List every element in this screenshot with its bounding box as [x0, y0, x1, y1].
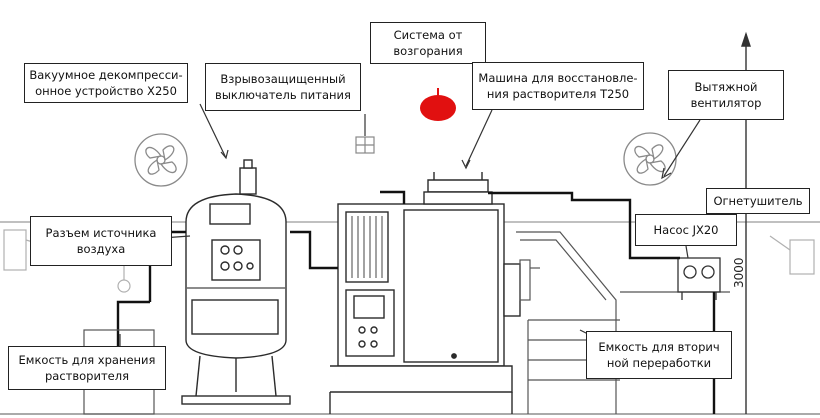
- callout-air-line1: Разъем источника: [45, 226, 157, 240]
- callout-fan-line1: Вытяжной: [694, 80, 758, 94]
- callout-exhaust-fan: Вытяжной вентилятор: [668, 70, 784, 120]
- service-platform: [516, 231, 730, 414]
- callout-recycle-tank: Емкость для вторич ной переработки: [586, 331, 732, 379]
- callout-fire-line2: возгорания: [393, 44, 463, 58]
- callout-fire-extinguisher: Огнетушитель: [706, 188, 810, 214]
- callout-recycle-line2: ной переработки: [606, 356, 712, 370]
- callout-recycle-line1: Емкость для вторич: [598, 340, 720, 354]
- callout-vacuum-decompressor: Вакуумное декомпресси- онное устройство …: [24, 63, 188, 103]
- callout-switch-line2: выключатель питания: [215, 88, 351, 102]
- callout-fire-system: Система от возгорания: [370, 22, 486, 64]
- right-wall-equipment: [769, 235, 815, 275]
- power-switch-icon: [355, 136, 375, 154]
- callout-air-line2: воздуха: [76, 242, 126, 256]
- callout-explosion-proof-switch: Взрывозащищенный выключатель питания: [205, 63, 361, 111]
- dimension-label: 3000: [732, 257, 746, 288]
- callout-pump-text: Насос JX20: [653, 223, 719, 237]
- callout-storage-line2: растворителя: [45, 369, 129, 383]
- pump-jx20-icon: [677, 257, 721, 300]
- callout-extinguisher-text: Огнетушитель: [713, 194, 803, 208]
- callout-switch-line1: Взрывозащищенный: [220, 72, 346, 86]
- callout-pump: Насос JX20: [635, 214, 737, 246]
- left-exhaust-fan-icon: [134, 133, 188, 187]
- callout-storage-line1: Емкость для хранения: [18, 353, 156, 367]
- recovery-machine: [329, 172, 521, 414]
- fire-alarm-lamp-icon: [420, 88, 456, 121]
- callout-fire-line1: Система от: [393, 28, 463, 42]
- callout-vacuum-line2: онное устройство X250: [35, 84, 177, 98]
- callout-solvent-storage: Емкость для хранения растворителя: [8, 346, 166, 390]
- callout-fan-line2: вентилятор: [690, 96, 762, 110]
- callout-air-connector: Разъем источника воздуха: [30, 216, 172, 266]
- callout-vacuum-line1: Вакуумное декомпресси-: [29, 68, 183, 82]
- right-exhaust-fan-icon: [623, 132, 677, 186]
- vacuum-decompressor: [181, 159, 291, 405]
- callout-recovery-machine: Машина для восстановле- ния растворителя…: [472, 62, 644, 110]
- callout-recovery-line1: Машина для восстановле-: [478, 71, 638, 85]
- callout-recovery-line2: ния растворителя T250: [486, 87, 630, 101]
